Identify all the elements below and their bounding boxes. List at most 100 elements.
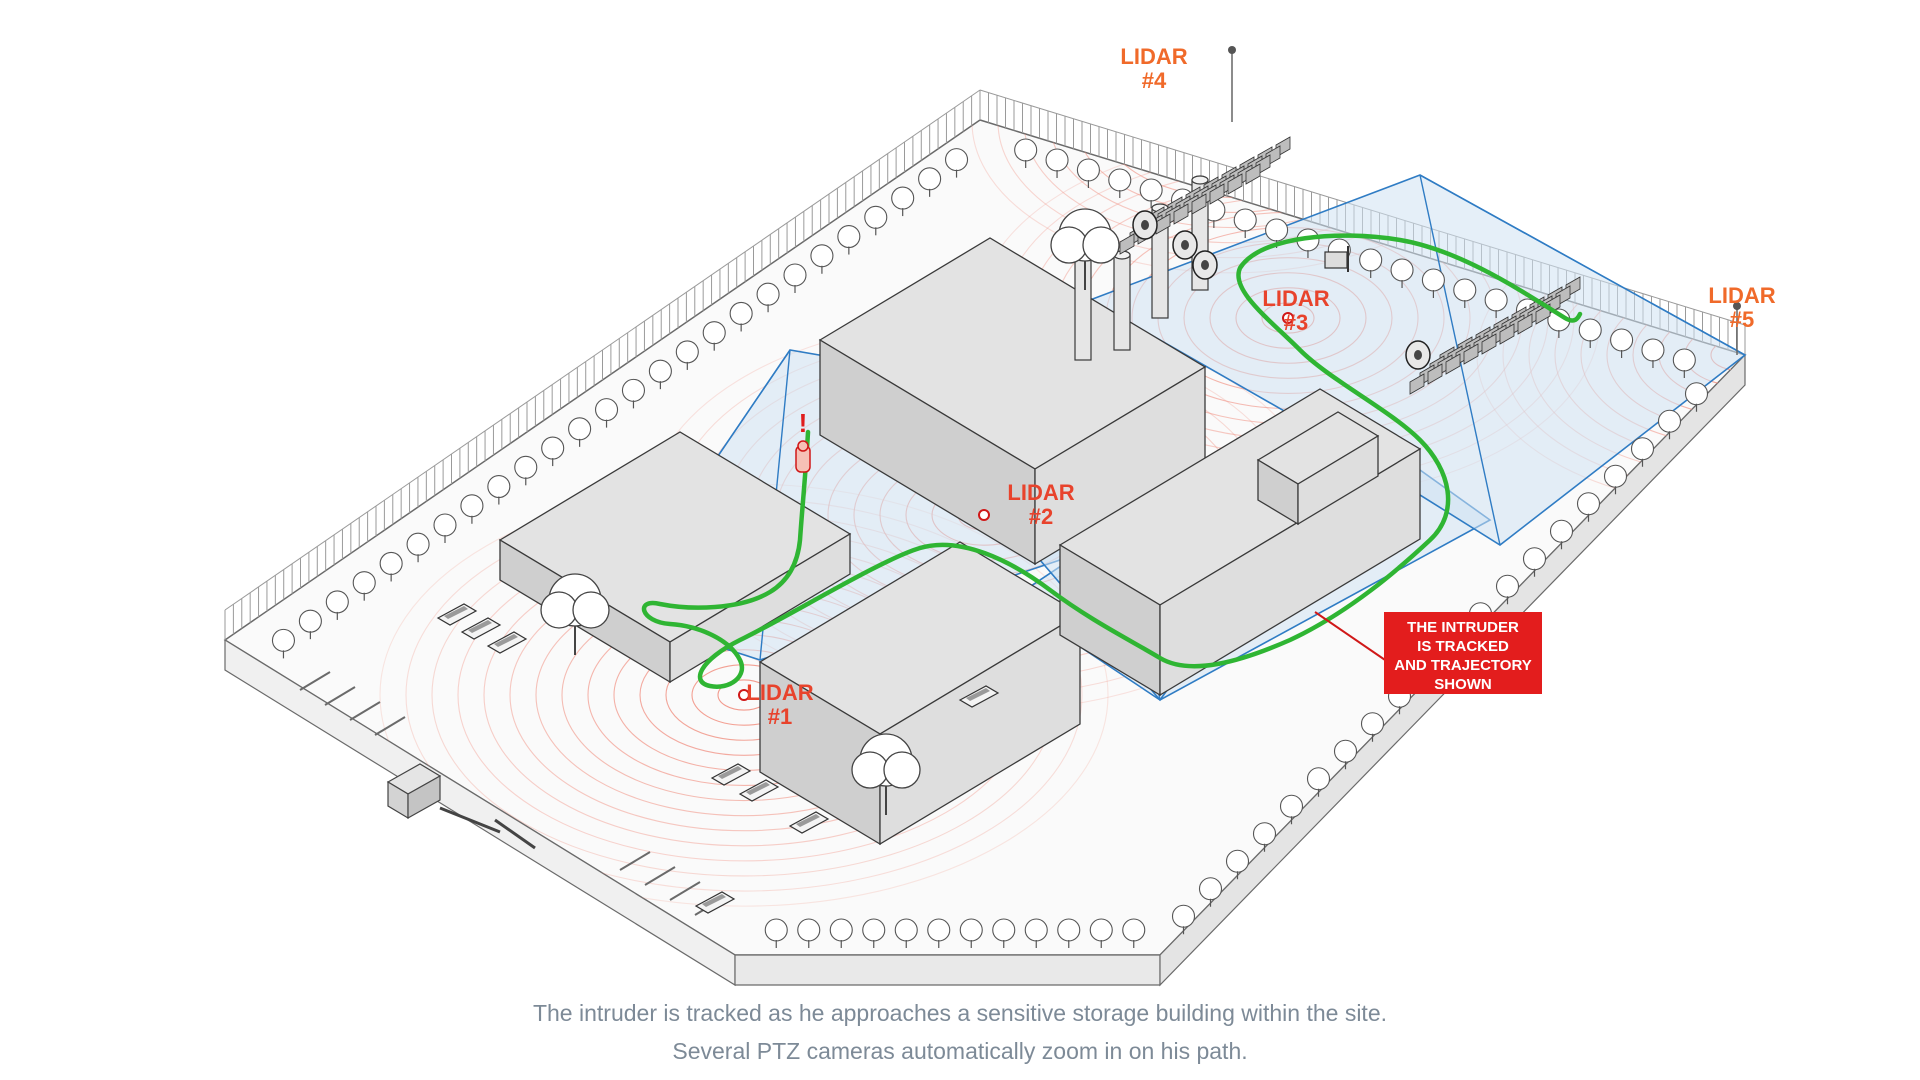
gatehouse-icon (386, 763, 442, 820)
storage-rack (1409, 373, 1425, 395)
tree-icon (487, 474, 511, 505)
storage-rack (1173, 203, 1189, 225)
smokestack (1151, 203, 1169, 319)
tree-icon (1089, 918, 1113, 948)
tree-icon (352, 571, 376, 601)
lidar-label-4-line2: #4 (1142, 68, 1167, 93)
large-tree (851, 733, 921, 815)
tree-icon (1225, 849, 1250, 880)
cable-reel (1172, 230, 1198, 260)
caption-line-1: The intruder is tracked as he approaches… (532, 1000, 1388, 1026)
lidar-label-5: LIDAR #5 (1708, 283, 1775, 332)
storage-racks (1119, 136, 1581, 395)
tree-icon (1108, 168, 1132, 198)
tree-icon (810, 244, 834, 274)
lidar-sensor-icon (1228, 46, 1236, 122)
lidar-label-4-line1: LIDAR (1120, 44, 1187, 69)
tree-icon (862, 918, 886, 948)
tree-icon (1657, 409, 1682, 440)
storage-rack (1245, 163, 1261, 185)
lidar-sensor-icon (1282, 312, 1294, 324)
tree-icon (1421, 268, 1445, 298)
tree-icon (783, 263, 807, 293)
lidar-label-1: LIDAR #1 (746, 680, 813, 729)
car-icon (738, 779, 780, 802)
car-icon (694, 891, 736, 914)
plant-annex (1256, 411, 1380, 526)
tree-icon (1549, 519, 1574, 550)
storage-rack (1191, 193, 1207, 215)
parked-cars (436, 603, 1000, 914)
storage-rack (1481, 333, 1497, 355)
callout-line-4: SHOWN (1434, 676, 1492, 693)
tree-icon (764, 918, 788, 948)
tree-icon (1014, 138, 1038, 168)
tree-icon (1057, 918, 1081, 948)
tree-icon (1171, 904, 1196, 935)
tree-icon (1233, 208, 1257, 238)
car-icon (436, 603, 478, 626)
tree-icon (1359, 248, 1383, 278)
tree-icon (648, 359, 672, 390)
tree-icon (568, 417, 592, 447)
tree-icon (594, 398, 619, 428)
tree-icon (1495, 574, 1520, 605)
tree-icon (406, 532, 430, 563)
office-building (758, 541, 1082, 846)
tree-icon (1360, 712, 1385, 742)
tree-icon (675, 340, 699, 370)
tree-icon (837, 224, 861, 255)
lidar-sensor-icon (978, 509, 990, 521)
tree-icon (959, 918, 983, 948)
tree-icon (1198, 877, 1223, 907)
intruder-icon: ! (795, 408, 811, 473)
lidar-label-2-line2: #2 (1029, 504, 1053, 529)
lidar-label-3-line2: #3 (1284, 310, 1308, 335)
tree-icon (1578, 318, 1602, 348)
tree-icon (1279, 794, 1304, 825)
tree-icon (271, 628, 296, 659)
large-tree (540, 573, 610, 655)
tree-icon (992, 918, 1016, 948)
storage-rack (1517, 313, 1533, 335)
tree-icon (756, 282, 780, 313)
tree-icon (1610, 328, 1634, 358)
caption-line-2: Several PTZ cameras automatically zoom i… (672, 1038, 1248, 1064)
barrier-gate-icon (439, 806, 536, 850)
car-icon (788, 811, 830, 834)
tree-icon (1576, 492, 1601, 522)
intruder-trajectory (641, 233, 1583, 689)
tree-icon (298, 609, 322, 640)
tree-icon (621, 378, 646, 409)
buildings (498, 237, 1422, 846)
car-icon (710, 763, 752, 786)
lidar-label-1-line1: LIDAR (746, 680, 813, 705)
tree-icon (918, 167, 942, 197)
tree-icon (541, 436, 565, 467)
tree-icon (864, 205, 888, 236)
storage-rack (1209, 183, 1225, 205)
forklift-icon (1324, 246, 1349, 272)
car-icon (486, 631, 528, 654)
tree-icon (1122, 918, 1146, 948)
tree-icon (1684, 382, 1709, 412)
tree-icon (1672, 348, 1696, 378)
lidar-label-5-line1: LIDAR (1708, 283, 1775, 308)
tree-icon (1045, 148, 1069, 178)
lidar-label-1-line2: #1 (768, 704, 792, 729)
lidar-sensors (738, 46, 1741, 701)
cable-reel (1192, 250, 1218, 280)
tree-icon (325, 590, 349, 620)
tree-icon (433, 513, 457, 543)
callout-line-1: THE INTRUDER (1407, 619, 1519, 636)
storage-building (818, 237, 1207, 566)
callout-line-3: AND TRAJECTORY (1394, 657, 1532, 674)
tree-icon (1076, 158, 1100, 188)
tree-icon (460, 494, 484, 524)
tree-icon (927, 918, 951, 948)
tree-icon (1390, 258, 1414, 288)
tree-icon (891, 186, 915, 217)
lidar-sensor-icon (738, 689, 750, 701)
lidar-label-2-line1: LIDAR (1007, 480, 1074, 505)
